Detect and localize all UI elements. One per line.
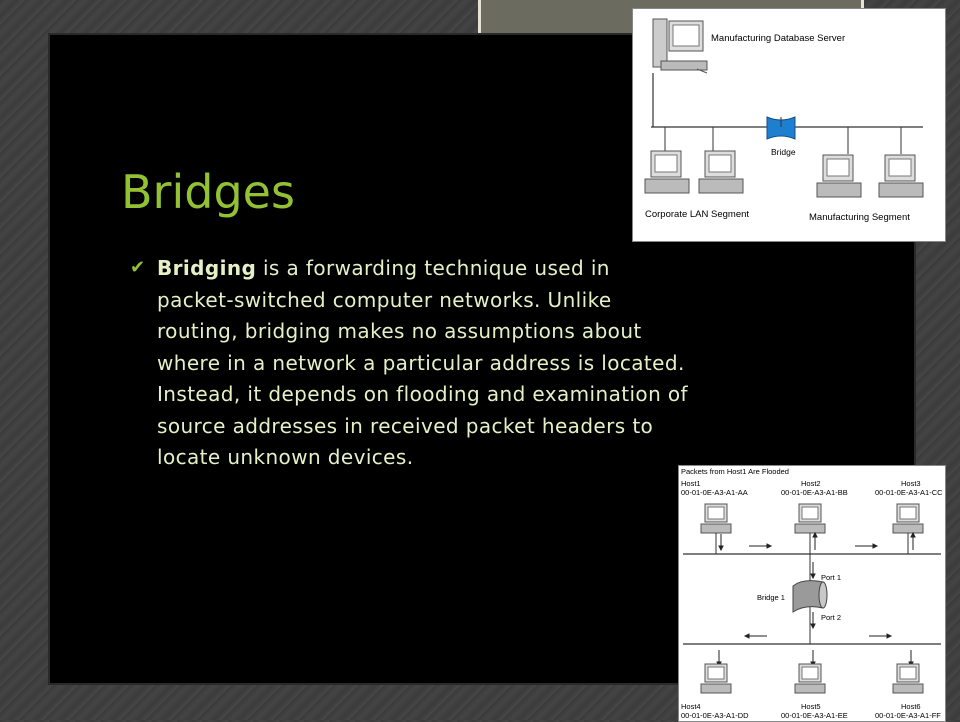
- host-computer-icon: [892, 503, 924, 554]
- corporate-segment-label: Corporate LAN Segment: [645, 209, 750, 220]
- host-computer-icon: [700, 503, 732, 554]
- bullet-item: ✔ Bridging is a forwarding technique use…: [130, 253, 690, 474]
- workstation-icon: [698, 150, 744, 194]
- host-computer-icon: [892, 663, 924, 694]
- flood-heading: Packets from Host1 Are Flooded: [681, 467, 789, 476]
- host-computer-icon: [794, 503, 826, 554]
- bullet-lead-term: Bridging: [157, 256, 257, 280]
- workstation-icon: [878, 154, 924, 198]
- bullet-text: Bridging is a forwarding technique used …: [157, 253, 690, 474]
- bridge-device-icon: [792, 580, 828, 613]
- port1-label: Port 1: [821, 573, 842, 582]
- bridge-topology-diagram: Manufacturing Database Server Bridge Cor…: [632, 8, 946, 242]
- host5-mac: 00-01-0E-A3-A1-EE: [781, 711, 848, 720]
- slide-title: Bridges: [121, 165, 295, 219]
- bridge-device-icon: [766, 116, 796, 140]
- host1-name: Host1: [681, 479, 701, 488]
- server-computer-icon: [652, 18, 708, 74]
- host5-name: Host5: [801, 702, 821, 711]
- manufacturing-segment-label: Manufacturing Segment: [809, 212, 910, 223]
- host2-name: Host2: [801, 479, 821, 488]
- check-mark-icon: ✔: [130, 257, 146, 278]
- bullet-body: is a forwarding technique used in packet…: [157, 256, 688, 469]
- port2-label: Port 2: [821, 613, 842, 622]
- host-computer-icon: [700, 663, 732, 694]
- host3-mac: 00-01-0E-A3-A1-CC: [875, 488, 943, 497]
- host2-mac: 00-01-0E-A3-A1-BB: [781, 488, 848, 497]
- host6-mac: 00-01-0E-A3-A1-FF: [875, 711, 941, 720]
- server-label: Manufacturing Database Server: [711, 33, 846, 44]
- workstation-icon: [644, 150, 690, 194]
- host3-name: Host3: [901, 479, 921, 488]
- workstation-icon: [816, 154, 862, 198]
- host4-mac: 00-01-0E-A3-A1-DD: [681, 711, 749, 720]
- flooding-diagram: Packets from Host1 Are Flooded Host1 00-…: [678, 465, 946, 722]
- host1-mac: 00-01-0E-A3-A1-AA: [681, 488, 748, 497]
- host6-name: Host6: [901, 702, 921, 711]
- bridge-label: Bridge: [771, 147, 796, 157]
- bridge1-label: Bridge 1: [757, 593, 785, 602]
- host4-name: Host4: [681, 702, 701, 711]
- host-computer-icon: [794, 663, 826, 694]
